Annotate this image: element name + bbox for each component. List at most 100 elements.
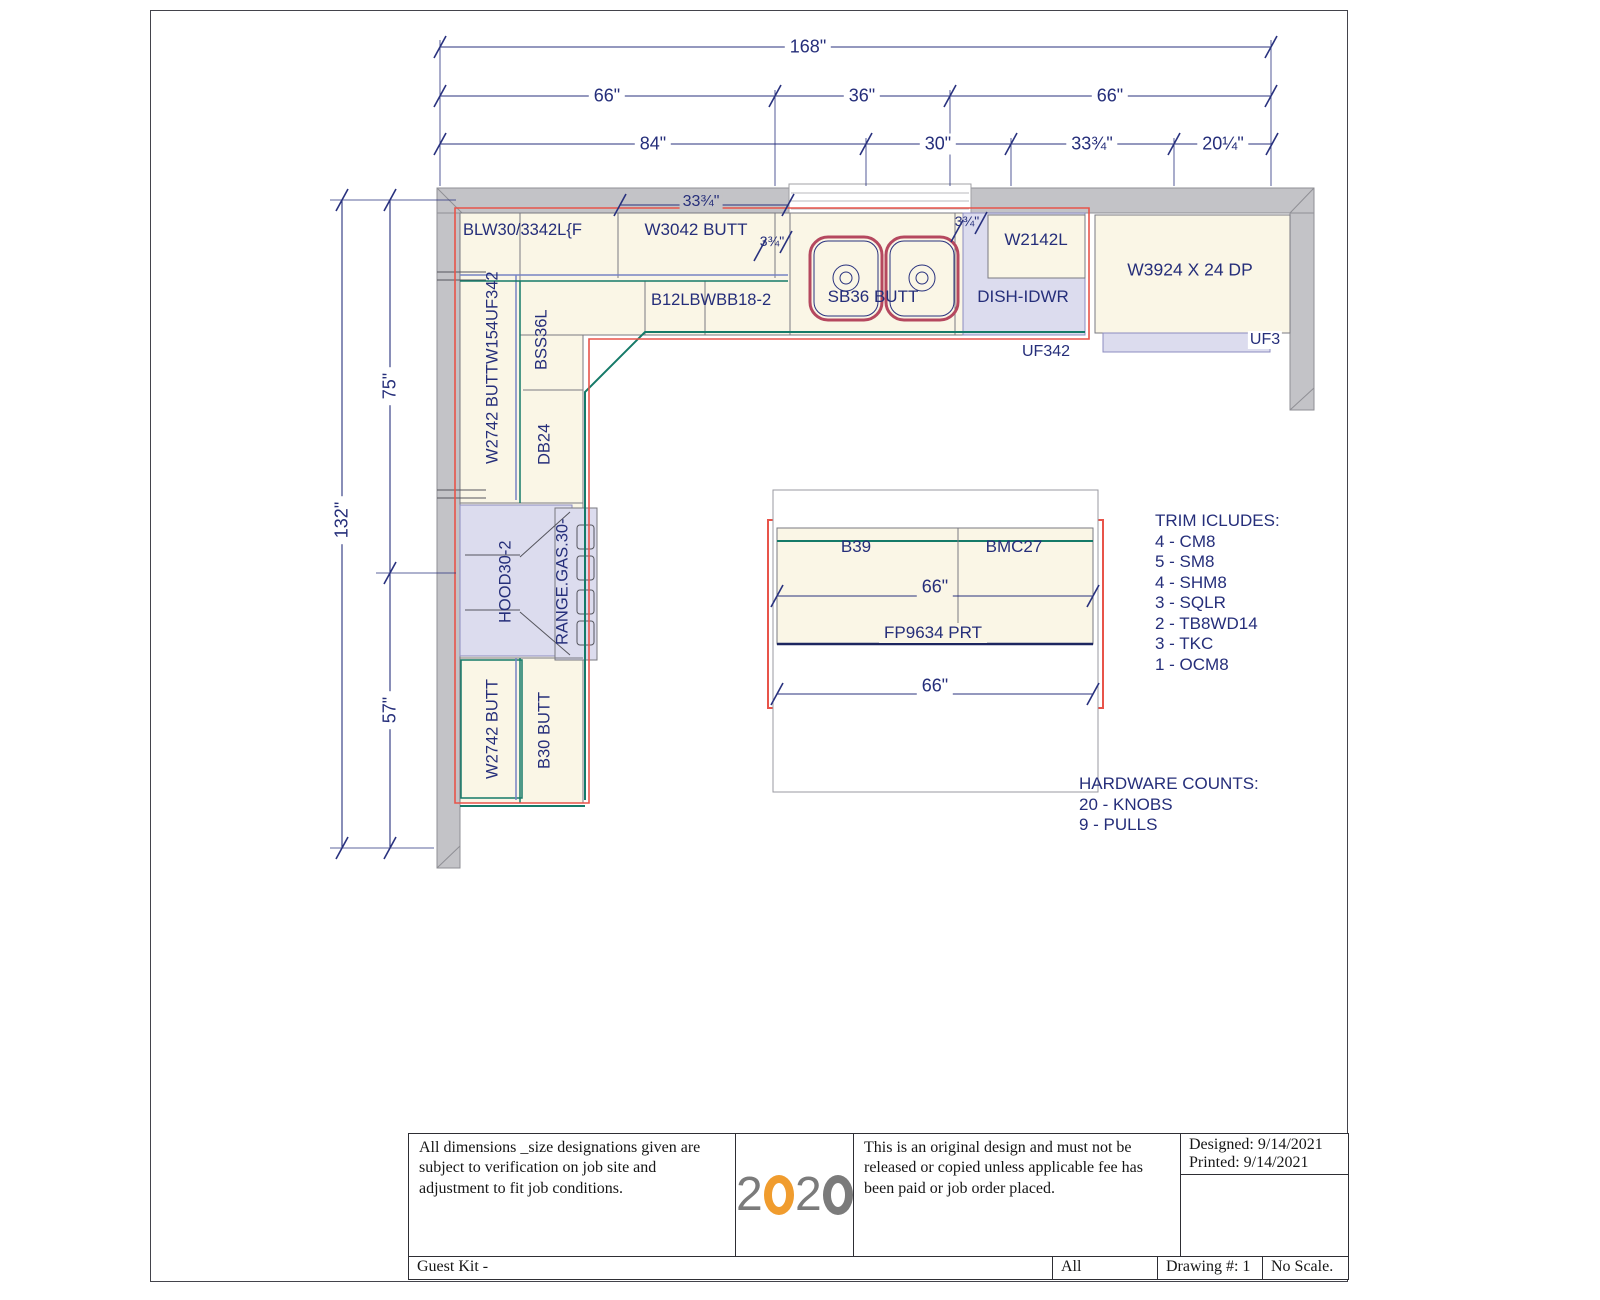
sink-drain — [915, 271, 929, 285]
sink — [808, 235, 960, 322]
label-b39: B39 — [840, 537, 872, 556]
dim-tick — [950, 219, 964, 243]
label-range: RANGE.GAS.30- — [553, 518, 572, 646]
counter-lines — [460, 274, 1085, 807]
sink-drain — [839, 271, 853, 285]
uf-strip — [1102, 332, 1271, 353]
hood-body — [459, 504, 573, 657]
designed-date: Designed: 9/14/2021 — [1189, 1136, 1323, 1153]
w2142-body — [987, 214, 1086, 279]
w3924-body — [1094, 214, 1291, 334]
project-name: Guest Kit - — [409, 1257, 1053, 1280]
label-hood: HOOD30-2 — [496, 540, 515, 624]
dim-tick — [335, 188, 349, 212]
wallcab-left-column — [459, 212, 521, 504]
dim-tick — [335, 836, 349, 860]
dim-66-left: 66" — [588, 85, 626, 107]
dim-tick — [383, 561, 397, 585]
dim-20-14: 20¼" — [1197, 133, 1249, 155]
dim-total-width: 168" — [784, 36, 832, 58]
dim-tick — [770, 584, 784, 608]
l-run-outline — [454, 207, 1090, 804]
dim-tick — [1086, 584, 1100, 608]
label-uf3: UF3 — [1247, 331, 1283, 349]
dim-tick — [433, 35, 447, 59]
sheet-name: All — [1053, 1257, 1158, 1280]
dim-tick — [433, 132, 447, 156]
dim-tick — [383, 188, 397, 212]
wallcab-lower-left — [460, 659, 523, 799]
cabinet-bodies — [459, 212, 1291, 804]
sink-drain — [832, 264, 860, 292]
dim-36: 36" — [843, 85, 881, 107]
title-block: All dimensions _size designations given … — [408, 1133, 1349, 1280]
dim-tick — [859, 132, 873, 156]
label-bmc27: BMC27 — [985, 537, 1043, 556]
trim-item: 3 - TKC — [1155, 634, 1214, 653]
trim-item: 2 - TB8WD14 — [1155, 613, 1258, 633]
dim-island-bottom: 66" — [916, 675, 954, 697]
label-bss36l: BSS36L — [532, 309, 551, 370]
dim-tick — [770, 682, 784, 706]
disclaimer-text: All dimensions _size designations given … — [409, 1134, 736, 1256]
trim-title: TRIM ICLUDES: — [1155, 511, 1280, 530]
dim-island-top: 66" — [916, 576, 954, 598]
hardware-item: 9 - PULLS — [1079, 815, 1158, 834]
sink-drain — [908, 264, 936, 292]
dim-tick — [768, 84, 782, 108]
hood-range-symbols — [465, 511, 595, 656]
dim-filler-right: 3¾" — [954, 213, 980, 229]
logo-o-orange-icon — [763, 1175, 794, 1215]
label-left-wall-stack: W2742 BUTTW154UF342 — [483, 271, 502, 464]
hardware-title: HARDWARE COUNTS: — [1079, 774, 1259, 793]
label-w3042: W3042 BUTT — [644, 220, 748, 239]
wall-right-return — [1289, 212, 1315, 411]
cabinet-dividers — [437, 213, 956, 807]
dim-tick — [753, 238, 767, 262]
hardware-counts-list: HARDWARE COUNTS: 20 - KNOBS 9 - PULLS — [1079, 774, 1259, 836]
trim-item: 3 - SQLR — [1155, 593, 1226, 612]
sheet-border — [150, 10, 1348, 1282]
dim-tick — [974, 211, 988, 235]
label-w3924: W3924 X 24 DP — [1127, 259, 1253, 280]
dim-tick — [1167, 132, 1181, 156]
copyright-notice: This is an original design and must not … — [854, 1134, 1181, 1256]
drawing-number: Drawing #: 1 — [1158, 1257, 1263, 1280]
dim-filler-left: 3¾" — [759, 233, 785, 249]
label-fp-panel: FP9634 PRT — [879, 623, 987, 643]
label-b30: B30 BUTT — [535, 691, 554, 769]
dim-tick — [613, 193, 627, 217]
label-sink: SB36 BUTT — [827, 287, 919, 306]
drawing-scale: No Scale. — [1271, 1258, 1334, 1275]
logo-digit: 2 — [736, 1168, 763, 1221]
dim-tick — [1264, 84, 1278, 108]
hardware-item: 20 - KNOBS — [1079, 794, 1173, 814]
trim-item: 5 - SM8 — [1155, 552, 1215, 571]
dim-84: 84" — [634, 133, 672, 155]
dim-left-lower: 57" — [379, 690, 401, 730]
dim-tick — [1004, 132, 1018, 156]
label-uf342: UF342 — [1021, 343, 1071, 360]
dim-left-upper: 75" — [379, 366, 401, 406]
window — [788, 183, 972, 215]
dim-33-34: 33¾" — [1066, 133, 1118, 155]
dates-cell: Designed: 9/14/2021 Printed: 9/14/2021 — [1181, 1134, 1348, 1256]
dim-tick — [1086, 682, 1100, 706]
wall-left — [436, 212, 461, 869]
trim-item: 4 - SHM8 — [1155, 572, 1227, 592]
logo-digit: 2 — [795, 1168, 822, 1221]
label-w2742-lower: W2742 BUTT — [483, 679, 502, 779]
label-db24: DB24 — [535, 423, 554, 466]
dim-30: 30" — [919, 133, 957, 155]
dim-left-total: 132" — [331, 495, 353, 545]
trim-item: 4 - CM8 — [1155, 531, 1216, 551]
label-blw-corner: BLW30/3342L{F — [463, 221, 582, 239]
dim-inner-33-34: 33¾" — [679, 193, 723, 211]
dim-tick — [943, 84, 957, 108]
trim-includes-list: TRIM ICLUDES: 4 - CM8 5 - SM8 4 - SHM8 3… — [1155, 511, 1280, 675]
range-body — [554, 507, 598, 661]
